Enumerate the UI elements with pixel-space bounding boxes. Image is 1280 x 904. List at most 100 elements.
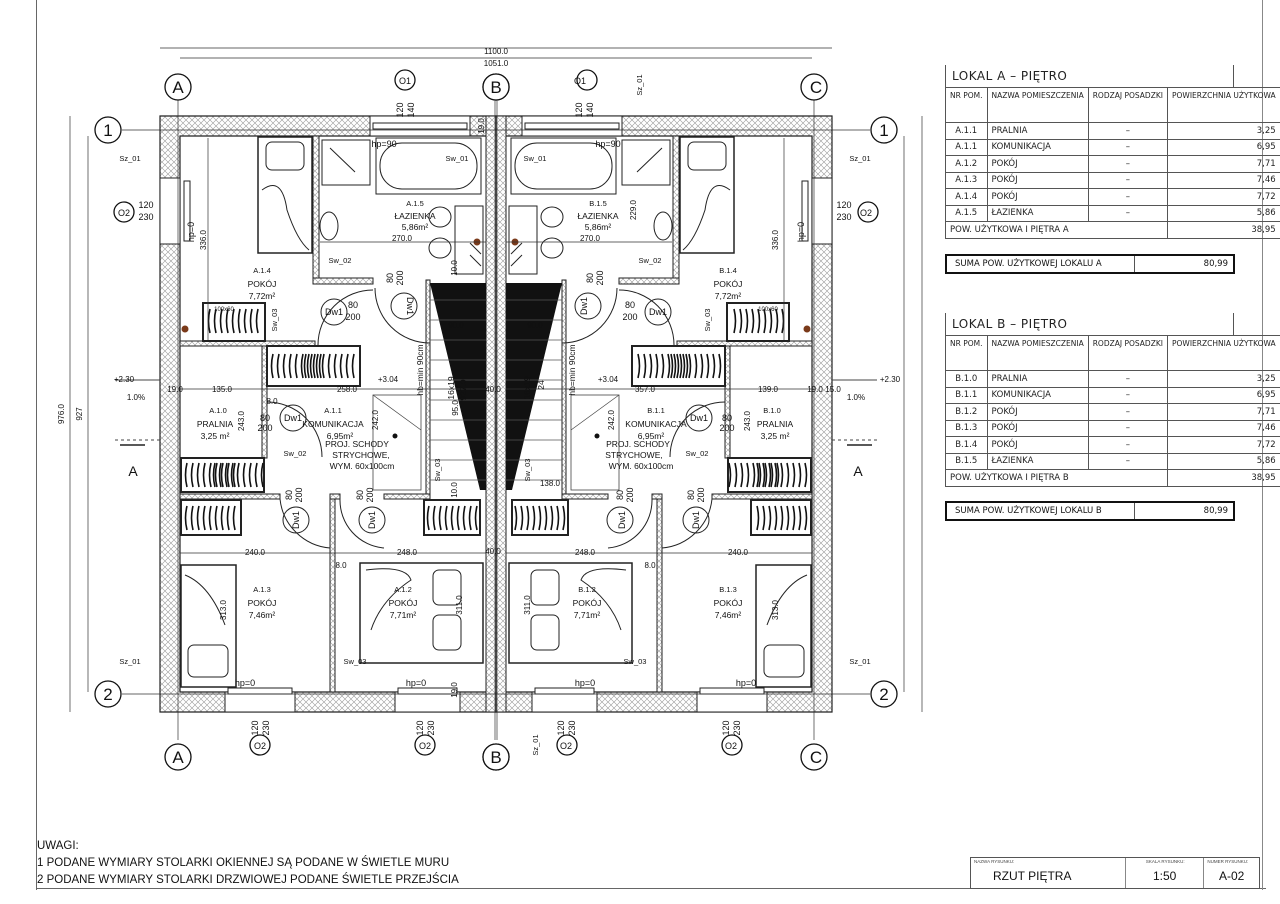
window-sill-height: hp=0	[406, 678, 426, 688]
cell-floor: –	[1087, 204, 1168, 222]
sum-label: SUMA POW. UŻYTKOWEJ LOKALU B	[947, 503, 1135, 519]
room-name: PRALNIA	[197, 419, 234, 429]
room-name: POKÓJ	[248, 598, 277, 608]
header-area: POWIERZCHNIA UŻYTKOWA	[1166, 335, 1280, 371]
room-id: B.1.2	[578, 585, 596, 594]
dim-label: 240.0	[728, 548, 749, 557]
axis-a-top: A	[172, 78, 184, 97]
cell-floor: –	[1087, 155, 1168, 173]
sw01-label: Sw_01	[524, 154, 547, 163]
header-area: POWIERZCHNIA UŻYTKOWA	[1166, 87, 1280, 123]
room-id: A.1.1	[324, 406, 342, 415]
dim-label: 19.0	[477, 118, 486, 134]
cell-area: 3,25	[1166, 370, 1280, 388]
sheet-frame-left	[36, 0, 37, 890]
sum-label: SUMA POW. UŻYTKOWEJ LOKALU A	[947, 256, 1135, 272]
cell-name: ŁAZIENKA	[986, 452, 1089, 470]
cell-area: 5,86	[1166, 452, 1280, 470]
cell-number: A.1.3	[945, 171, 988, 189]
dim-label: 8.0	[266, 397, 278, 406]
cell-area: 6,95	[1166, 386, 1280, 404]
title-block: NAZWA RYSUNKU: RZUT PIĘTRA SKALA RYSUNKU…	[970, 857, 1260, 889]
cell-area: 7,72	[1166, 436, 1280, 454]
cell-name: POKÓJ	[986, 188, 1089, 206]
dim-label: 248.0	[397, 548, 418, 557]
room-name: ŁAZIENKA	[394, 211, 435, 221]
dim-label: 242.0	[371, 409, 380, 430]
window-height: 230	[261, 720, 271, 735]
stairs-note-line: PROJ. SCHODY	[325, 439, 389, 449]
window-width: 120	[395, 102, 405, 117]
drawing-name: RZUT PIĘTRA	[993, 869, 1072, 883]
cell-name: POKÓJ	[986, 436, 1089, 454]
window-tag-o1: O1	[399, 76, 411, 86]
cell-number: A.1.5	[945, 204, 988, 222]
cell-floor: –	[1087, 436, 1168, 454]
room-id: A.1.0	[209, 406, 227, 415]
dim-label: 138.0	[540, 479, 561, 488]
cell-area: 7,71	[1166, 155, 1280, 173]
window-height: 230	[138, 212, 153, 222]
room-name: KOMUNIKACJA	[625, 419, 687, 429]
room-area: 7,71m²	[390, 610, 417, 620]
sz01-label: Sz_01	[635, 74, 644, 95]
sw03-label: Sw_03	[703, 309, 712, 332]
cell-area: 7,72	[1166, 188, 1280, 206]
door-height: 200	[595, 270, 605, 285]
drawing-number: A-02	[1219, 869, 1245, 883]
window-height: 140	[585, 102, 595, 117]
room-id: B.1.1	[647, 406, 665, 415]
cell-floor: –	[1087, 138, 1168, 156]
terrace-slope: 1.0%	[847, 393, 865, 402]
room-area: 5,86m²	[402, 222, 429, 232]
total-label: POW. UŻYTKOWA I PIĘTRA B	[945, 469, 1168, 487]
area-table-unit-b: LOKAL B – PIĘTRO NR POM. NAZWA POMIESZCZ…	[945, 313, 1280, 487]
cell-number: B.1.2	[945, 403, 988, 421]
door-tag: Dw1	[691, 511, 701, 529]
section-marker: A	[128, 463, 138, 479]
window-width: 120	[721, 720, 731, 735]
door-tag: Dw1	[617, 511, 627, 529]
sw02-label: Sw_02	[284, 449, 307, 458]
window-width: 120	[415, 720, 425, 735]
stairs-headroom: hb=min 90cm	[567, 344, 577, 395]
door-tag: Dw1	[325, 307, 343, 317]
cell-floor: –	[1087, 452, 1168, 470]
dim-label: 357.0	[635, 385, 656, 394]
wardrobe-size: 100x60	[214, 307, 234, 313]
door-height: 200	[345, 312, 360, 322]
floor-level: +3.04	[378, 375, 399, 384]
room-area: 7,72m²	[249, 291, 276, 301]
cell-area: 6,95	[1166, 138, 1280, 156]
cell-area: 7,71	[1166, 403, 1280, 421]
room-name: POKÓJ	[389, 598, 418, 608]
sz01-label: Sz_01	[849, 154, 870, 163]
total-value: 38,95	[1166, 469, 1280, 487]
unit-b-sum-box: SUMA POW. UŻYTKOWEJ LOKALU B 80,99	[945, 501, 1235, 521]
cell-number: B.1.0	[945, 370, 988, 388]
stairs-note-line: WYM. 60x100cm	[330, 461, 395, 471]
door-width: 80	[615, 490, 625, 500]
total-value: 38,95	[1166, 221, 1280, 239]
window-tag-o2: O2	[560, 741, 572, 751]
dim-label: 19.0	[450, 682, 459, 698]
dim-label: 229.0	[629, 199, 638, 220]
room-id: B.1.5	[589, 199, 607, 208]
notes: UWAGI: 1 PODANE WYMIARY STOLARKI OKIENNE…	[37, 838, 459, 889]
stairs-note-line: PROJ. SCHODY	[606, 439, 670, 449]
axis-b-bottom: B	[490, 748, 501, 767]
dim-label: 336.0	[771, 229, 780, 250]
window-height: 230	[836, 212, 851, 222]
drawing-name-cell: NAZWA RYSUNKU: RZUT PIĘTRA	[971, 858, 1126, 888]
dim-label: 313.0	[771, 599, 780, 620]
dim-label: 90.0	[448, 321, 464, 330]
wardrobe-size: 100x60	[758, 307, 778, 313]
stairs-run: 927.0	[458, 379, 468, 401]
door-height: 200	[625, 487, 635, 502]
cell-name: PRALNIA	[986, 370, 1089, 388]
room-id: A.1.2	[394, 585, 412, 594]
sw02-label: Sw_02	[639, 256, 662, 265]
axis-2-left: 2	[103, 685, 112, 704]
